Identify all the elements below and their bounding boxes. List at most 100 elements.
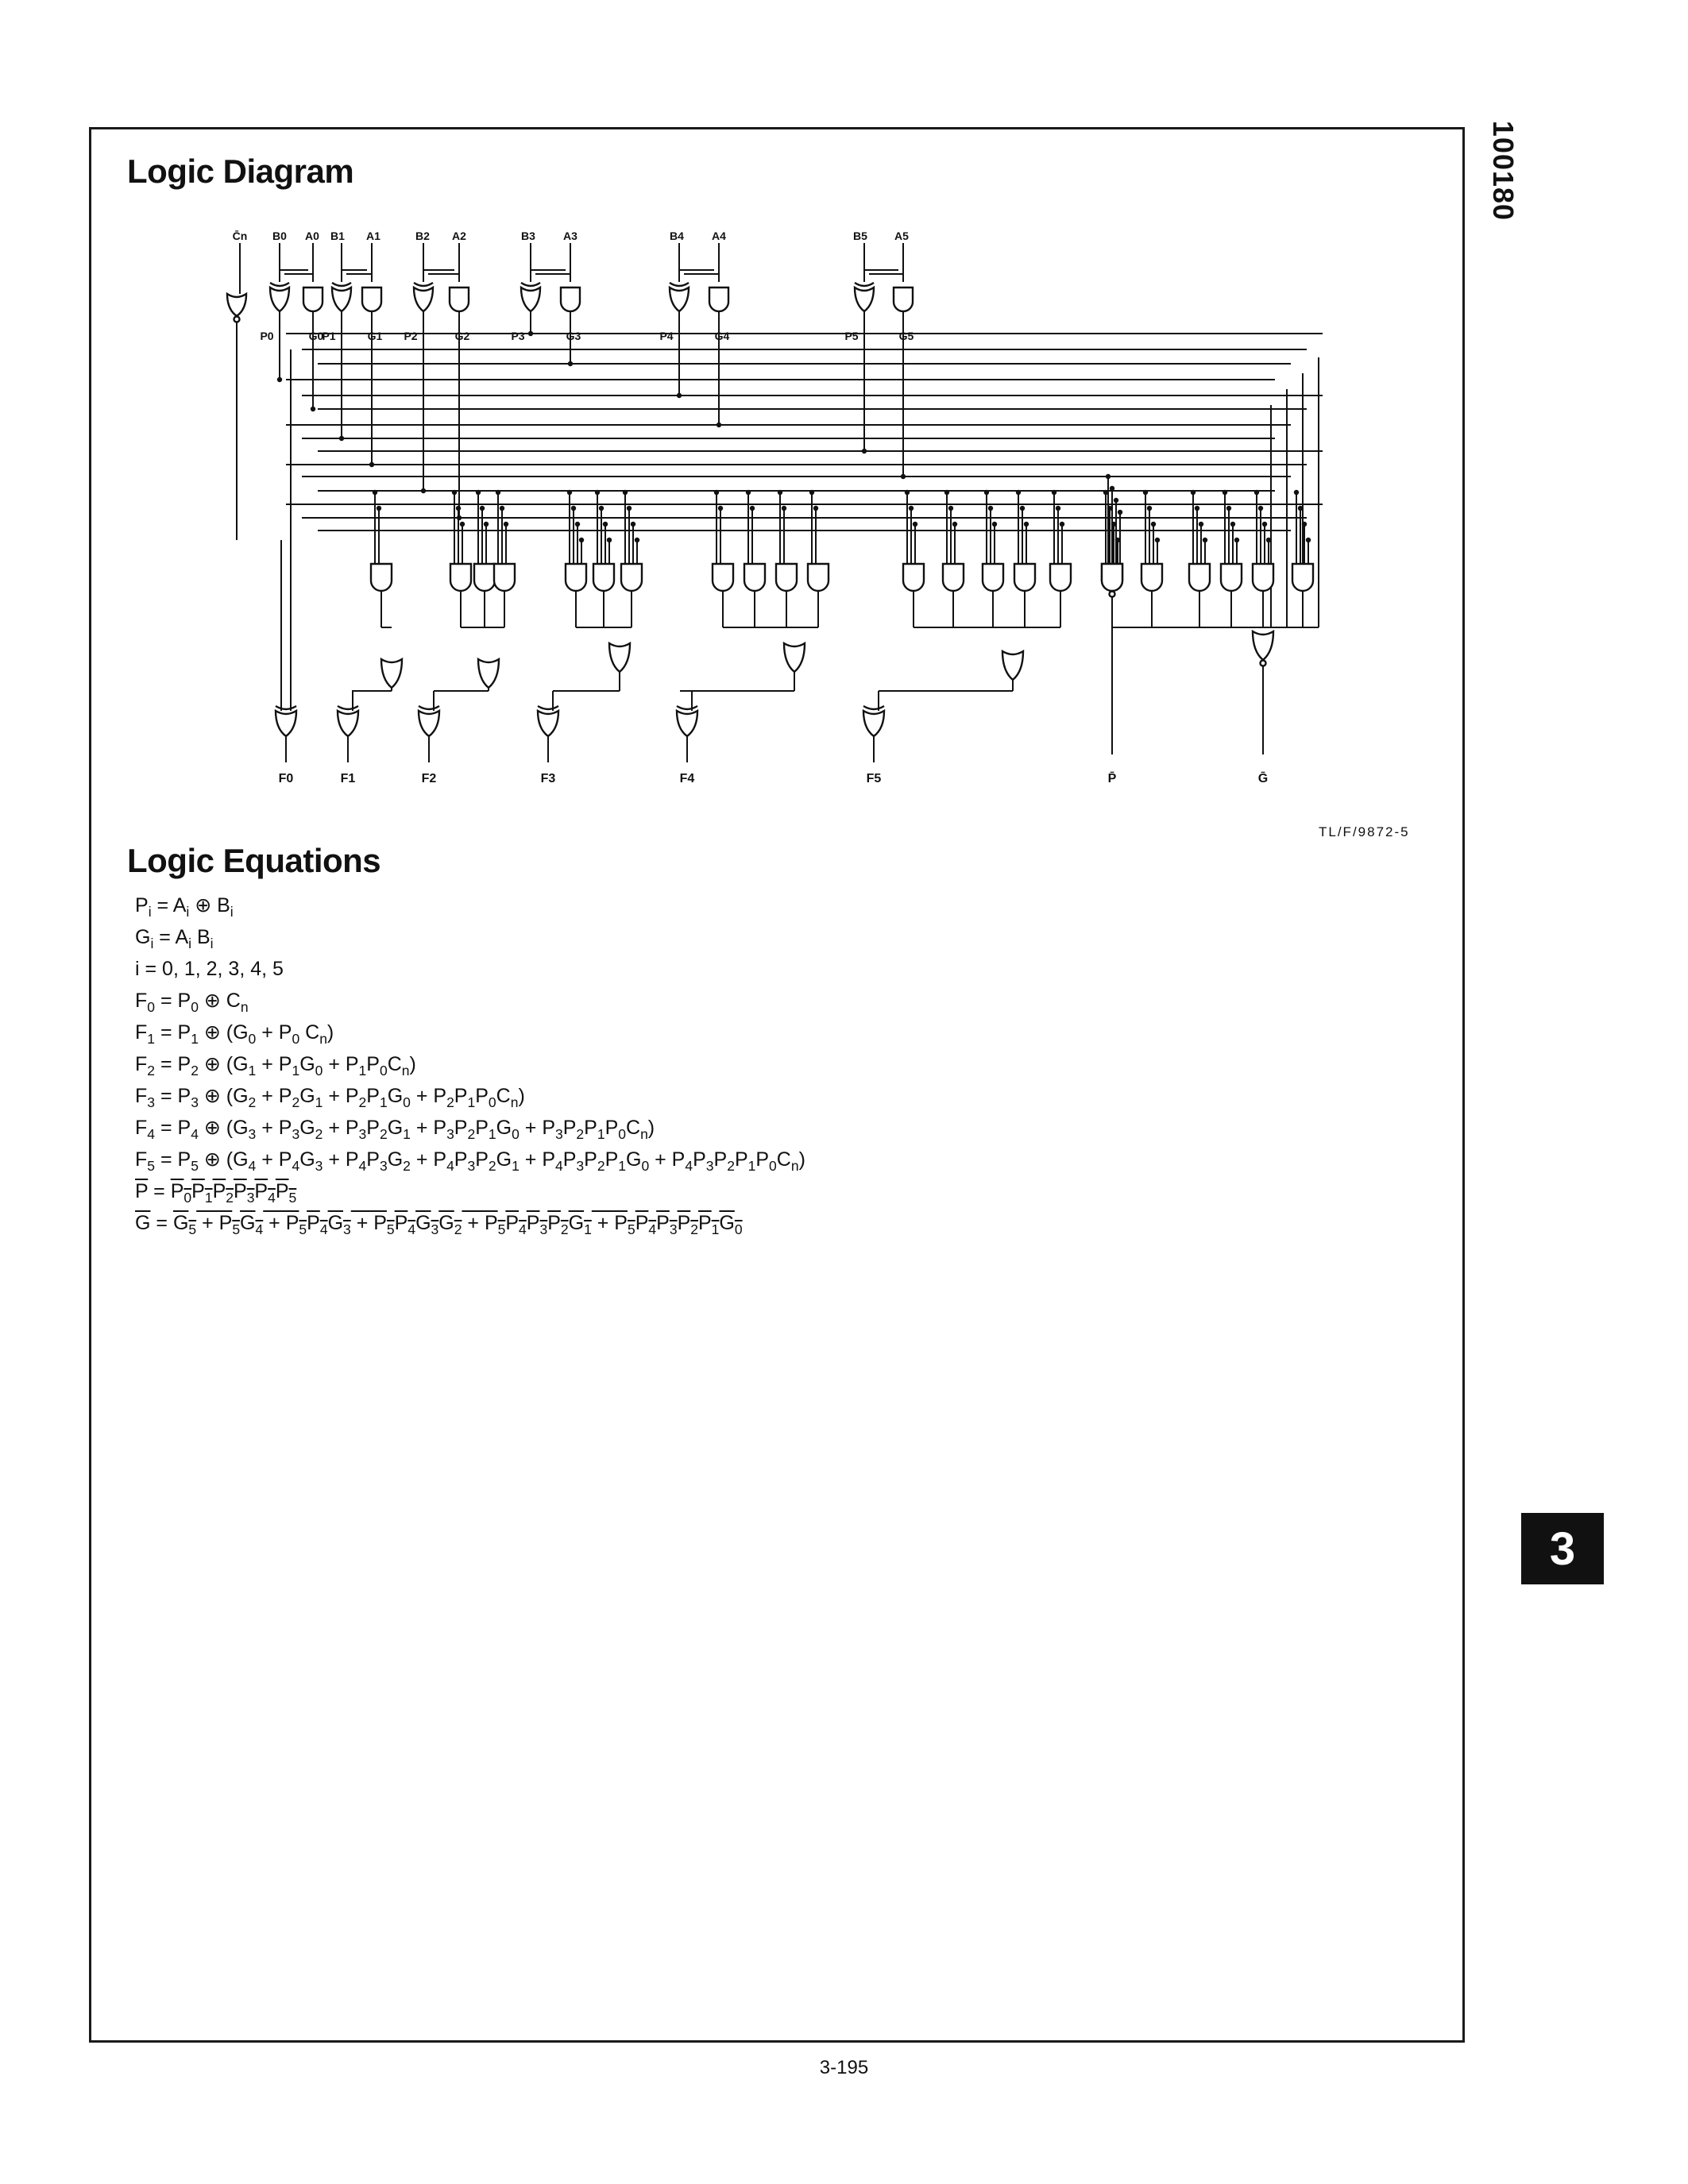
junction-dot — [1253, 489, 1260, 496]
junction-dot — [1105, 473, 1111, 480]
xor-gate-arc — [331, 281, 352, 287]
xor-gate-arc — [537, 704, 559, 711]
node-label-p: P4 — [659, 330, 673, 342]
output-label: F0 — [279, 772, 294, 785]
or-gate — [477, 657, 500, 689]
junction-dot — [809, 489, 815, 496]
and-gate — [1219, 562, 1243, 592]
junction-dot — [1107, 505, 1113, 511]
junction-dot — [1222, 489, 1228, 496]
junction-dot — [567, 361, 574, 367]
xor-gate-arc — [337, 704, 359, 711]
and-gate — [369, 562, 393, 592]
equation-f5: F5 = P5 ⊕ (G4 + P4G3 + P4P3G2 + P4P3P2G1… — [135, 1148, 805, 1174]
output-label: F4 — [680, 772, 695, 785]
and-gate — [1251, 562, 1275, 592]
section-tab: 3 — [1521, 1513, 1604, 1584]
or-gate — [380, 657, 404, 689]
input-label: B1 — [330, 230, 345, 242]
and-gate — [448, 286, 470, 313]
xor-gate-arc — [269, 281, 290, 287]
and-gate — [1100, 562, 1124, 592]
logic-diagram-heading: Logic Diagram — [127, 152, 354, 190]
junction-dot — [566, 489, 573, 496]
xor-gate — [675, 708, 699, 738]
junction-dot — [1023, 521, 1029, 527]
or-gate — [1251, 629, 1275, 662]
junction-dot — [1142, 489, 1149, 496]
input-label: B2 — [415, 230, 430, 242]
equation-f2: F2 = P2 ⊕ (G1 + P1G0 + P1P0Cn) — [135, 1053, 416, 1078]
node-label-p: P1 — [322, 330, 335, 342]
output-label: F3 — [541, 772, 556, 785]
or-gate — [1001, 649, 1025, 681]
junction-dot — [1305, 537, 1311, 543]
junction-dot — [749, 505, 755, 511]
junction-dot — [495, 489, 501, 496]
equation-g: Gi = Ai Bi — [135, 926, 214, 951]
xor-gate-arc — [676, 704, 698, 711]
junction-dot — [1261, 521, 1268, 527]
or-gate — [782, 641, 806, 673]
junction-dot — [503, 521, 509, 527]
xor-gate — [330, 285, 353, 313]
junction-dot — [578, 537, 585, 543]
and-gate — [806, 562, 830, 592]
junction-dot — [310, 406, 316, 412]
junction-dot — [716, 422, 722, 428]
xor-gate-arc — [854, 281, 875, 287]
junction-dot — [456, 515, 462, 521]
and-gate — [743, 562, 767, 592]
xor-gate-arc — [413, 281, 434, 287]
junction-dot — [1117, 509, 1123, 515]
junction-dot — [1146, 505, 1153, 511]
and-gate — [711, 562, 735, 592]
junction-dot — [900, 473, 906, 480]
junction-dot — [1111, 521, 1117, 527]
junction-dot — [1194, 505, 1200, 511]
junction-dot — [1019, 505, 1026, 511]
input-label: A5 — [894, 230, 909, 242]
and-gate — [774, 562, 798, 592]
junction-dot — [451, 489, 458, 496]
junction-dot — [813, 505, 819, 511]
and-gate — [302, 286, 324, 313]
output-label: P̄ — [1108, 770, 1117, 785]
junction-dot — [1015, 489, 1022, 496]
and-gate — [592, 562, 616, 592]
figure-id: TL/F/9872-5 — [1319, 824, 1410, 839]
junction-dot — [594, 489, 601, 496]
and-gate — [564, 562, 588, 592]
xor-gate-arc — [863, 704, 885, 711]
junction-dot — [713, 489, 720, 496]
output-label: F1 — [341, 772, 356, 785]
xor-gate — [417, 708, 441, 738]
junction-dot — [1301, 521, 1308, 527]
junction-dot — [717, 505, 724, 511]
junction-dot — [574, 521, 581, 527]
junction-dot — [1051, 489, 1057, 496]
output-label: Ḡ — [1258, 770, 1268, 785]
junction-dot — [1109, 485, 1115, 492]
page-number: 3-195 — [819, 2057, 869, 2078]
junction-dot — [861, 448, 867, 454]
and-gate — [559, 286, 581, 313]
junction-dot — [1297, 505, 1304, 511]
equation-f4: F4 = P4 ⊕ (G3 + P3G2 + P3P2G1 + P3P2P1G0… — [135, 1117, 655, 1142]
node-label-p: P3 — [511, 330, 524, 342]
xor-gate — [336, 708, 360, 738]
and-gate — [1140, 562, 1164, 592]
junction-dot — [745, 489, 751, 496]
equation-g-bar: G = G5 + P5G4 + P5P4G3 + P5P4G3G2 + P5P4… — [135, 1212, 743, 1237]
junction-dot — [499, 505, 505, 511]
or-gate — [226, 291, 248, 318]
input-label: B4 — [670, 230, 684, 242]
and-gate — [1013, 562, 1037, 592]
junction-dot — [376, 505, 382, 511]
junction-dot — [1226, 505, 1232, 511]
junction-dot — [676, 392, 682, 399]
input-label: A0 — [305, 230, 319, 242]
junction-dot — [338, 435, 345, 442]
input-label: C̄n — [233, 229, 248, 242]
